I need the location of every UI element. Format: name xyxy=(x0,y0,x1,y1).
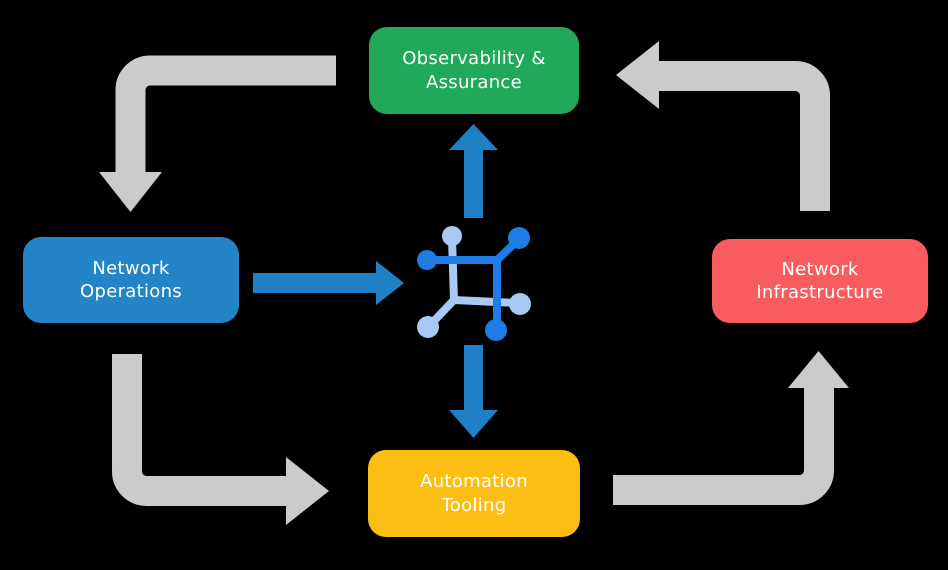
node-network-operations-label: Network Operations xyxy=(80,257,182,302)
network-mesh-icon-dark-part xyxy=(417,227,530,341)
node-observability-assurance-label: Observability & Assurance xyxy=(402,48,546,93)
node-automation-tooling: Automation Tooling xyxy=(368,450,580,537)
flow-arrow-center-to-automation xyxy=(449,345,498,438)
node-automation-tooling-label: Automation Tooling xyxy=(420,471,528,516)
cycle-arrow-operations-to-automation xyxy=(112,354,329,525)
network-mesh-icon xyxy=(417,226,531,341)
node-network-infrastructure: Network Infrastructure xyxy=(712,239,928,323)
cycle-arrow-observability-to-operations xyxy=(99,55,336,212)
flow-arrows xyxy=(253,124,498,438)
flow-arrow-operations-to-center xyxy=(253,261,404,305)
cycle-arrow-infrastructure-to-observability xyxy=(616,41,830,211)
cycle-arrow-automation-to-infrastructure xyxy=(613,351,849,505)
node-network-operations: Network Operations xyxy=(23,237,239,323)
node-observability-assurance: Observability & Assurance xyxy=(369,27,579,114)
cycle-arrows xyxy=(99,41,849,525)
flow-arrow-center-to-observability xyxy=(449,124,498,218)
node-network-infrastructure-label: Network Infrastructure xyxy=(756,258,884,303)
